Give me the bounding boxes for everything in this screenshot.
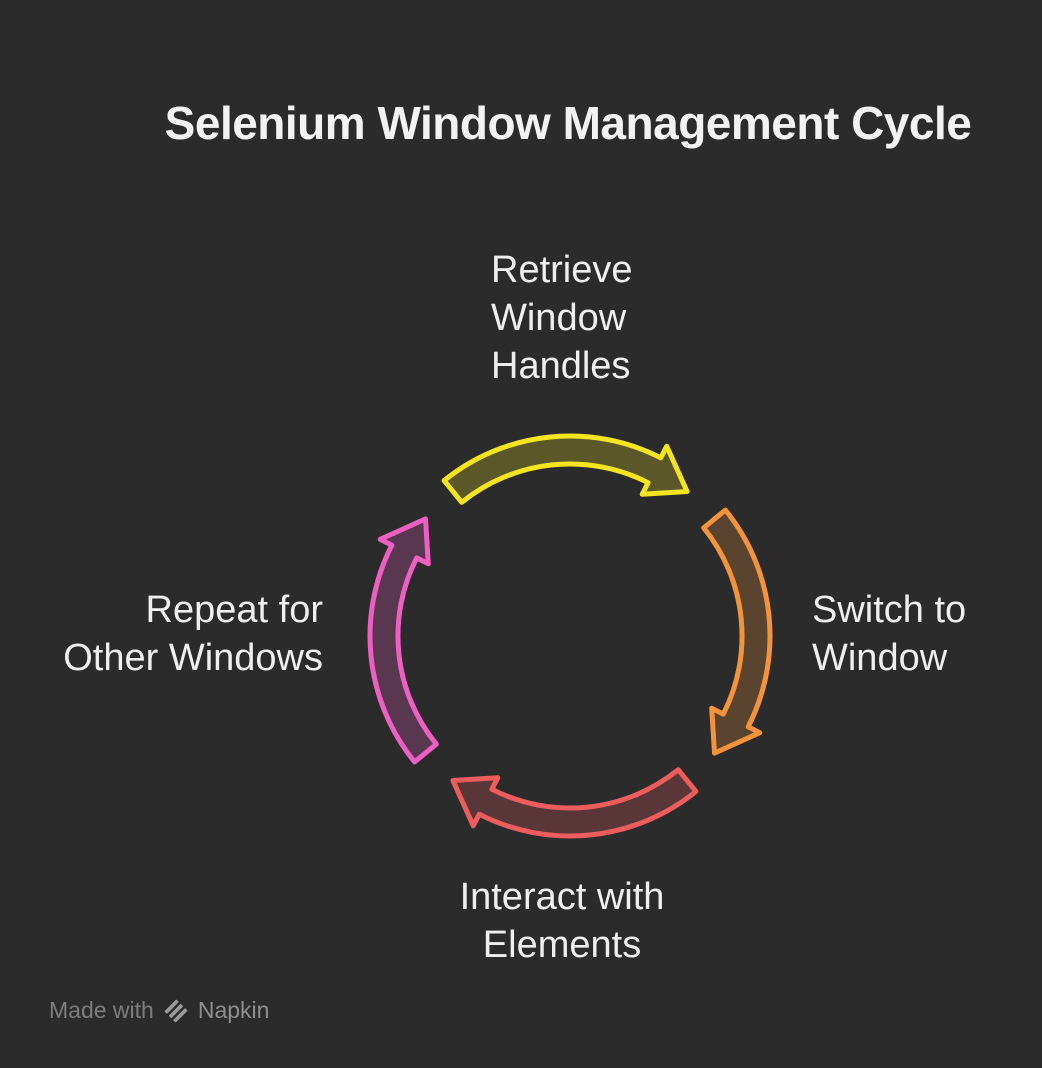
napkin-logo-icon: [164, 999, 188, 1022]
step-label-interact-with-elements: Interact with Elements: [459, 876, 665, 966]
cycle-arrow-interact-with-elements: [450, 767, 699, 839]
watermark-prefix: Made with: [49, 997, 154, 1023]
step-label-repeat-for-other-windows: Repeat for Other Windows: [63, 589, 323, 679]
cycle-arrow-switch-to-window: [701, 507, 773, 756]
cycle-arrow-retrieve-window-handles: [441, 433, 690, 505]
step-label-switch-to-window: Switch to Window: [812, 589, 967, 679]
page-title: Selenium Window Management Cycle: [164, 97, 972, 149]
step-label-retrieve-window-handles: Retrieve Window Handles: [491, 249, 633, 387]
watermark-brand: Napkin: [197, 997, 270, 1023]
cycle-arrow-repeat-for-other-windows: [367, 516, 439, 765]
watermark: Made with Napkin: [49, 997, 269, 1024]
